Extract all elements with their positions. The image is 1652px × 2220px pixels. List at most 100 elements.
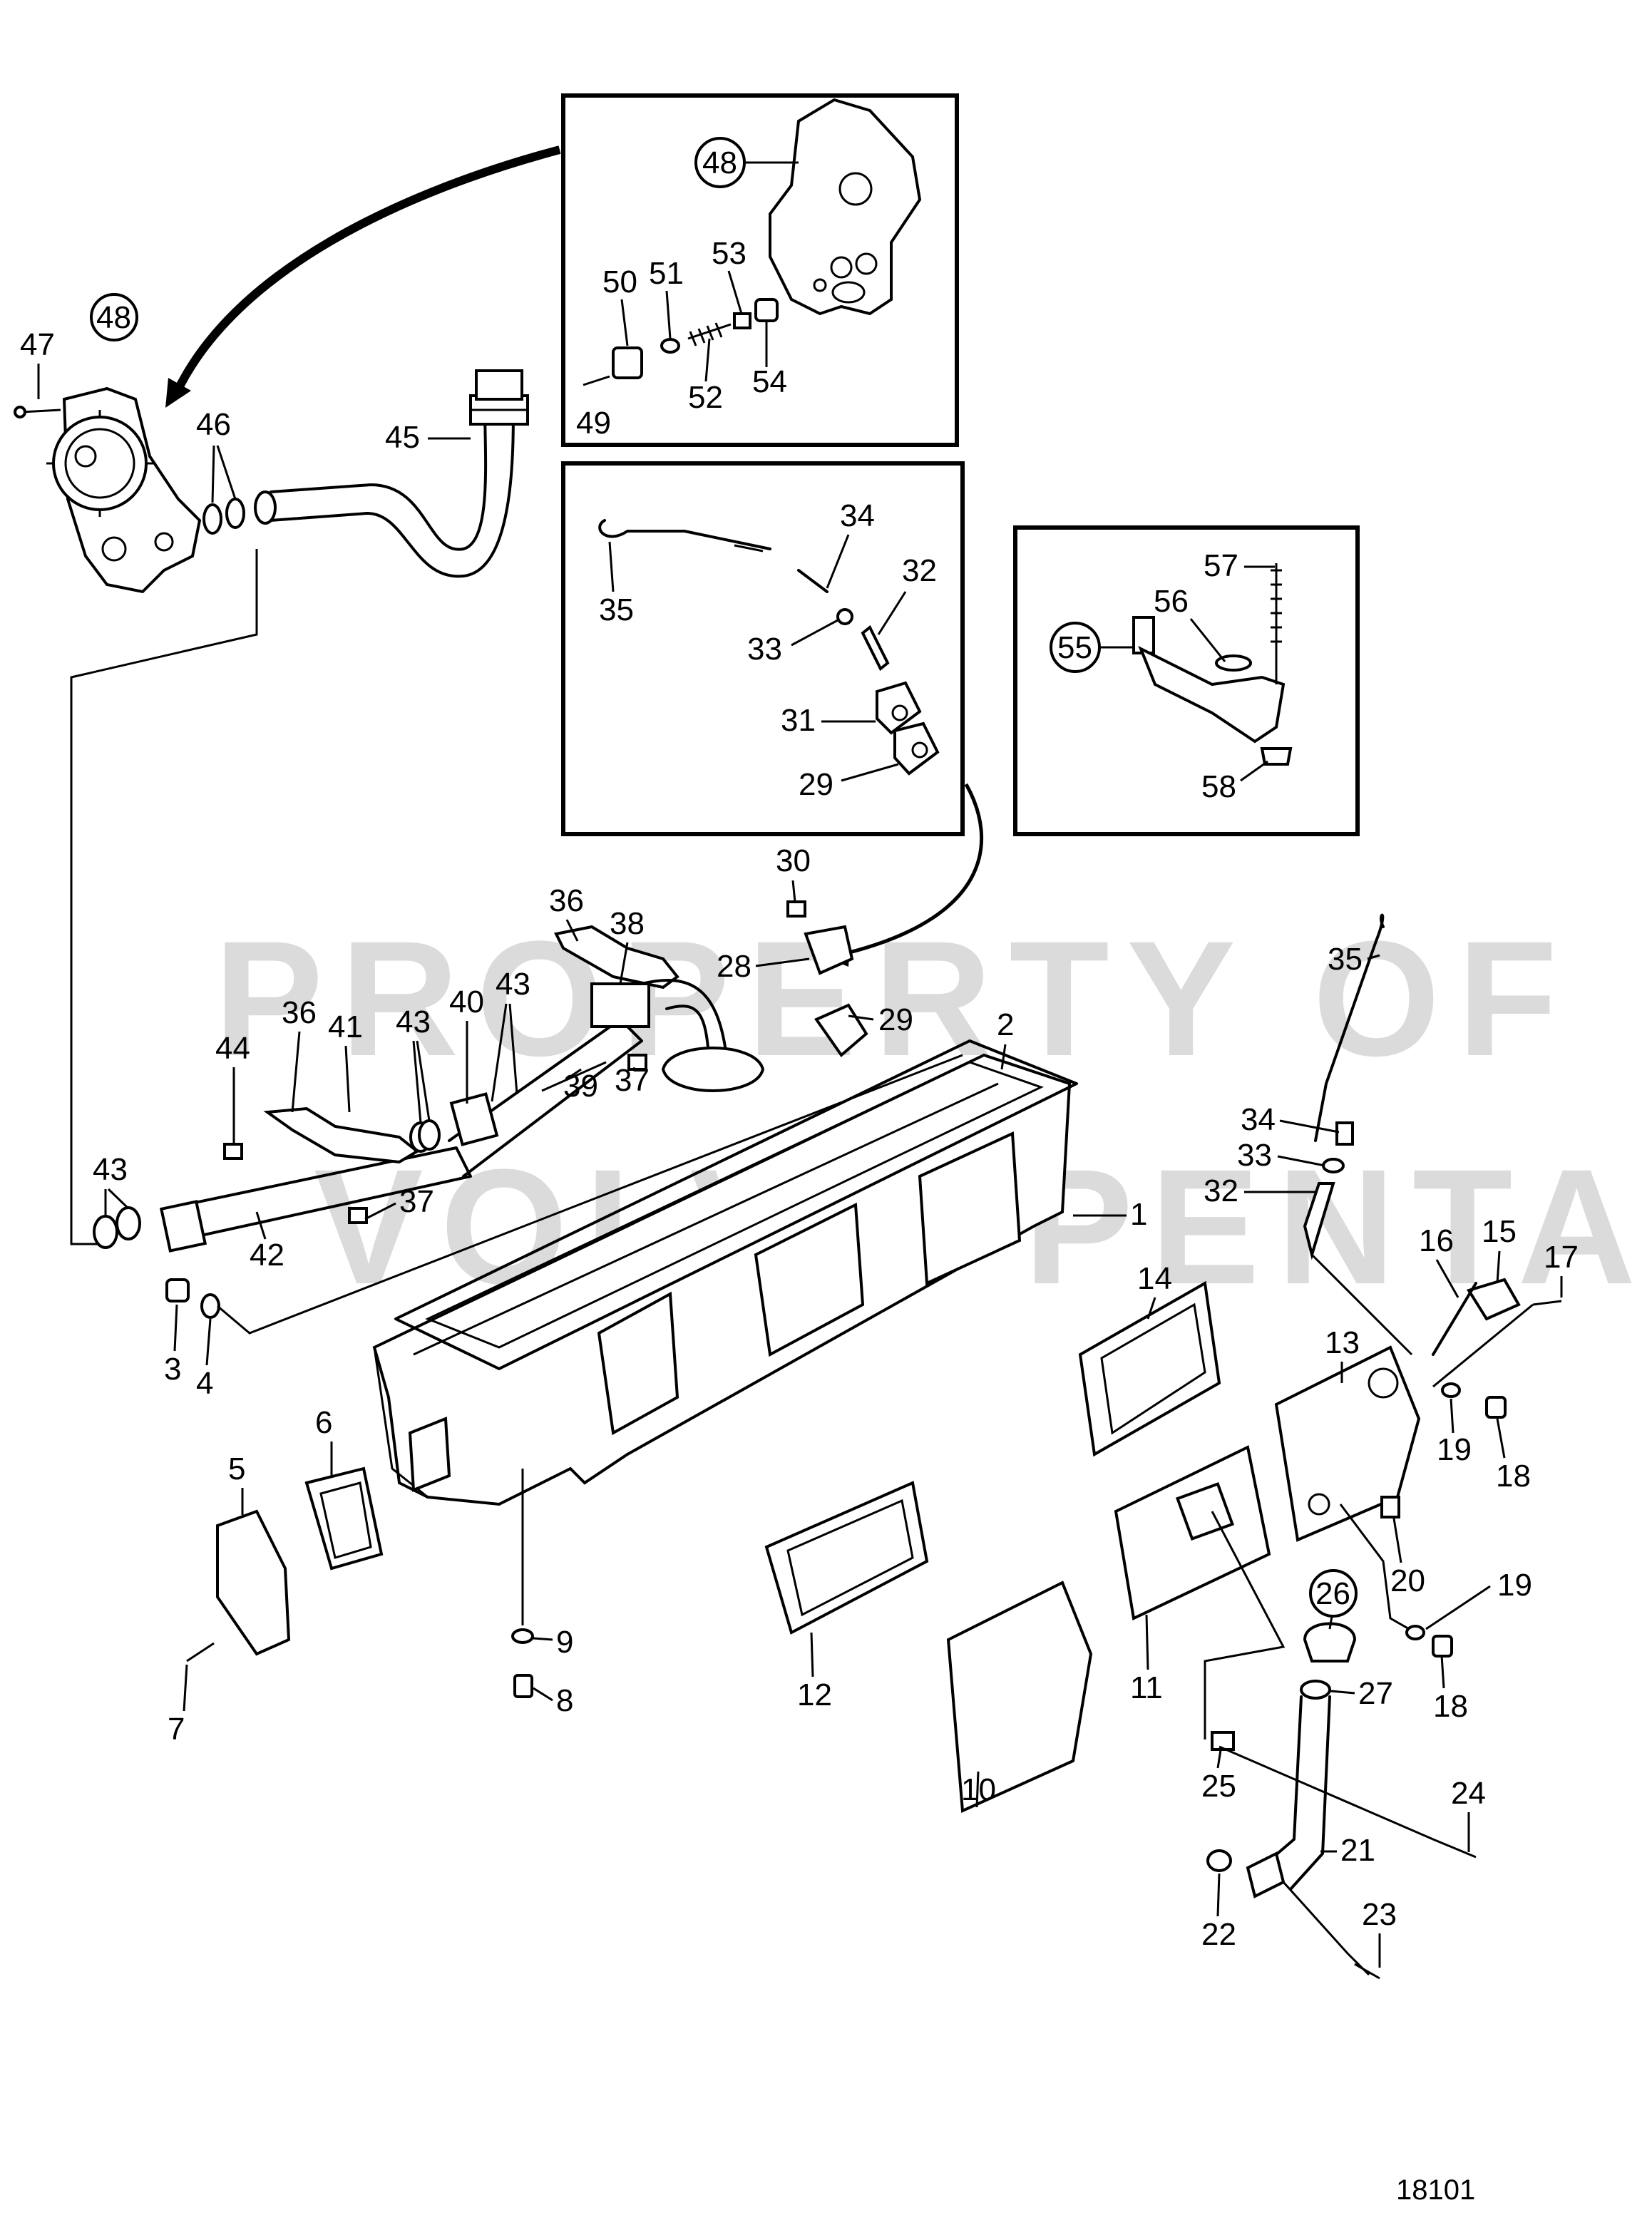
callout-52: 52 [688, 380, 723, 415]
oil-pan [372, 1053, 1072, 1506]
callout-48-circle [90, 293, 138, 341]
callout-46: 46 [196, 407, 231, 442]
callout-43a: 43 [496, 967, 530, 1002]
oil-pump-assembly [14, 386, 202, 594]
dipstick [1314, 913, 1385, 1142]
valve-screw [583, 375, 610, 386]
callout-27: 27 [1358, 1676, 1393, 1711]
inset-arrow-pump [165, 145, 561, 408]
callout-11: 11 [1130, 1670, 1163, 1705]
valve-plug [612, 346, 643, 379]
dipstick-detail [598, 519, 940, 776]
callout-56: 56 [1154, 584, 1189, 619]
inspection-cover-small [216, 1509, 291, 1656]
callout-43c: 43 [93, 1152, 128, 1187]
callout-39: 39 [563, 1069, 598, 1104]
inspection-cover-10 [946, 1581, 1093, 1813]
callout-21: 21 [1340, 1833, 1375, 1868]
callout-17: 17 [1544, 1240, 1579, 1275]
callout-42: 42 [250, 1238, 284, 1273]
callout-20: 20 [1390, 1563, 1425, 1598]
reference-number: 18101 [1396, 2174, 1475, 2206]
cover-gasket-small [304, 1466, 384, 1571]
callout-23: 23 [1362, 1897, 1397, 1932]
callout-48a: 48 [96, 300, 131, 335]
callout-55: 55 [1057, 630, 1092, 665]
callout-18b: 18 [1433, 1689, 1468, 1724]
callout-5: 5 [228, 1451, 245, 1486]
callout-26: 26 [1315, 1576, 1350, 1611]
drain-washer [200, 1293, 220, 1319]
callout-13: 13 [1325, 1325, 1360, 1360]
callout-53: 53 [712, 236, 747, 271]
valve-spring [687, 322, 732, 346]
callout-29b: 29 [878, 1002, 913, 1037]
callout-43b: 43 [396, 1004, 431, 1039]
callout-30: 30 [776, 843, 811, 878]
watermark-line-1: PROPERTY OF [214, 907, 1574, 1090]
callout-32b: 32 [1204, 1173, 1238, 1208]
callout-4: 4 [196, 1366, 213, 1401]
callout-12: 12 [797, 1677, 832, 1712]
valve-washer [660, 338, 680, 354]
callout-49: 49 [576, 406, 611, 441]
callout-6: 6 [315, 1405, 332, 1440]
callout-14: 14 [1137, 1261, 1172, 1296]
callout-48b: 48 [702, 145, 737, 180]
filler-bolt [1211, 1731, 1235, 1751]
callout-labels: 47 48 46 45 48 50 51 53 52 54 49 35 34 3… [20, 137, 1579, 1968]
callout-41: 41 [328, 1009, 363, 1044]
callout-38: 38 [610, 906, 645, 941]
callout-36b: 36 [282, 995, 317, 1030]
callout-7: 7 [168, 1712, 185, 1747]
callout-19a: 19 [1437, 1432, 1472, 1467]
callout-35b: 35 [1328, 942, 1363, 977]
cover-gasket-12 [764, 1481, 929, 1635]
drain-plug [165, 1278, 190, 1302]
suction-pipe [254, 369, 529, 578]
callout-47: 47 [20, 327, 55, 362]
callout-31: 31 [781, 703, 816, 738]
callout-36a: 36 [549, 883, 584, 918]
oil-pan-gasket [394, 1039, 1078, 1370]
callout-15: 15 [1482, 1214, 1517, 1249]
callout-2: 2 [997, 1007, 1014, 1042]
callout-45: 45 [385, 420, 420, 455]
inset-dipstick-detail [561, 461, 965, 836]
leader-3-4 [217, 1054, 963, 1335]
callout-34a: 34 [840, 498, 875, 533]
bracket-detail [1132, 563, 1293, 766]
seal-ring [225, 498, 245, 529]
filler-cap [1303, 1622, 1357, 1663]
callout-50: 50 [602, 264, 637, 299]
callout-37a: 37 [615, 1063, 650, 1098]
callout-3: 3 [164, 1352, 181, 1387]
callout-51: 51 [649, 256, 684, 291]
callout-8: 8 [556, 1683, 573, 1718]
valve-piston [733, 312, 751, 329]
callout-34b: 34 [1241, 1102, 1276, 1137]
inspection-cover-13 [1274, 1345, 1421, 1542]
callout-32a: 32 [902, 553, 937, 588]
callout-33a: 33 [747, 632, 782, 667]
callout-37b: 37 [399, 1184, 434, 1219]
callout-54: 54 [752, 364, 787, 399]
callout-25: 25 [1201, 1769, 1236, 1804]
valve-seat [754, 298, 779, 322]
callout-16: 16 [1419, 1223, 1454, 1258]
callout-35a: 35 [599, 592, 634, 627]
callout-40: 40 [449, 985, 484, 1019]
pump-cover-detail [769, 98, 922, 316]
callout-24: 24 [1451, 1776, 1486, 1811]
connecting-line [70, 549, 258, 1245]
callout-9: 9 [556, 1625, 573, 1660]
cover-gasket-14 [1078, 1280, 1221, 1457]
callout-58: 58 [1201, 769, 1236, 804]
callout-44: 44 [215, 1031, 250, 1066]
callout-18a: 18 [1496, 1459, 1531, 1494]
callout-28: 28 [717, 949, 751, 984]
callout-26-circle [1309, 1569, 1358, 1618]
callout-29a: 29 [799, 767, 833, 802]
callout-33b: 33 [1237, 1138, 1272, 1173]
